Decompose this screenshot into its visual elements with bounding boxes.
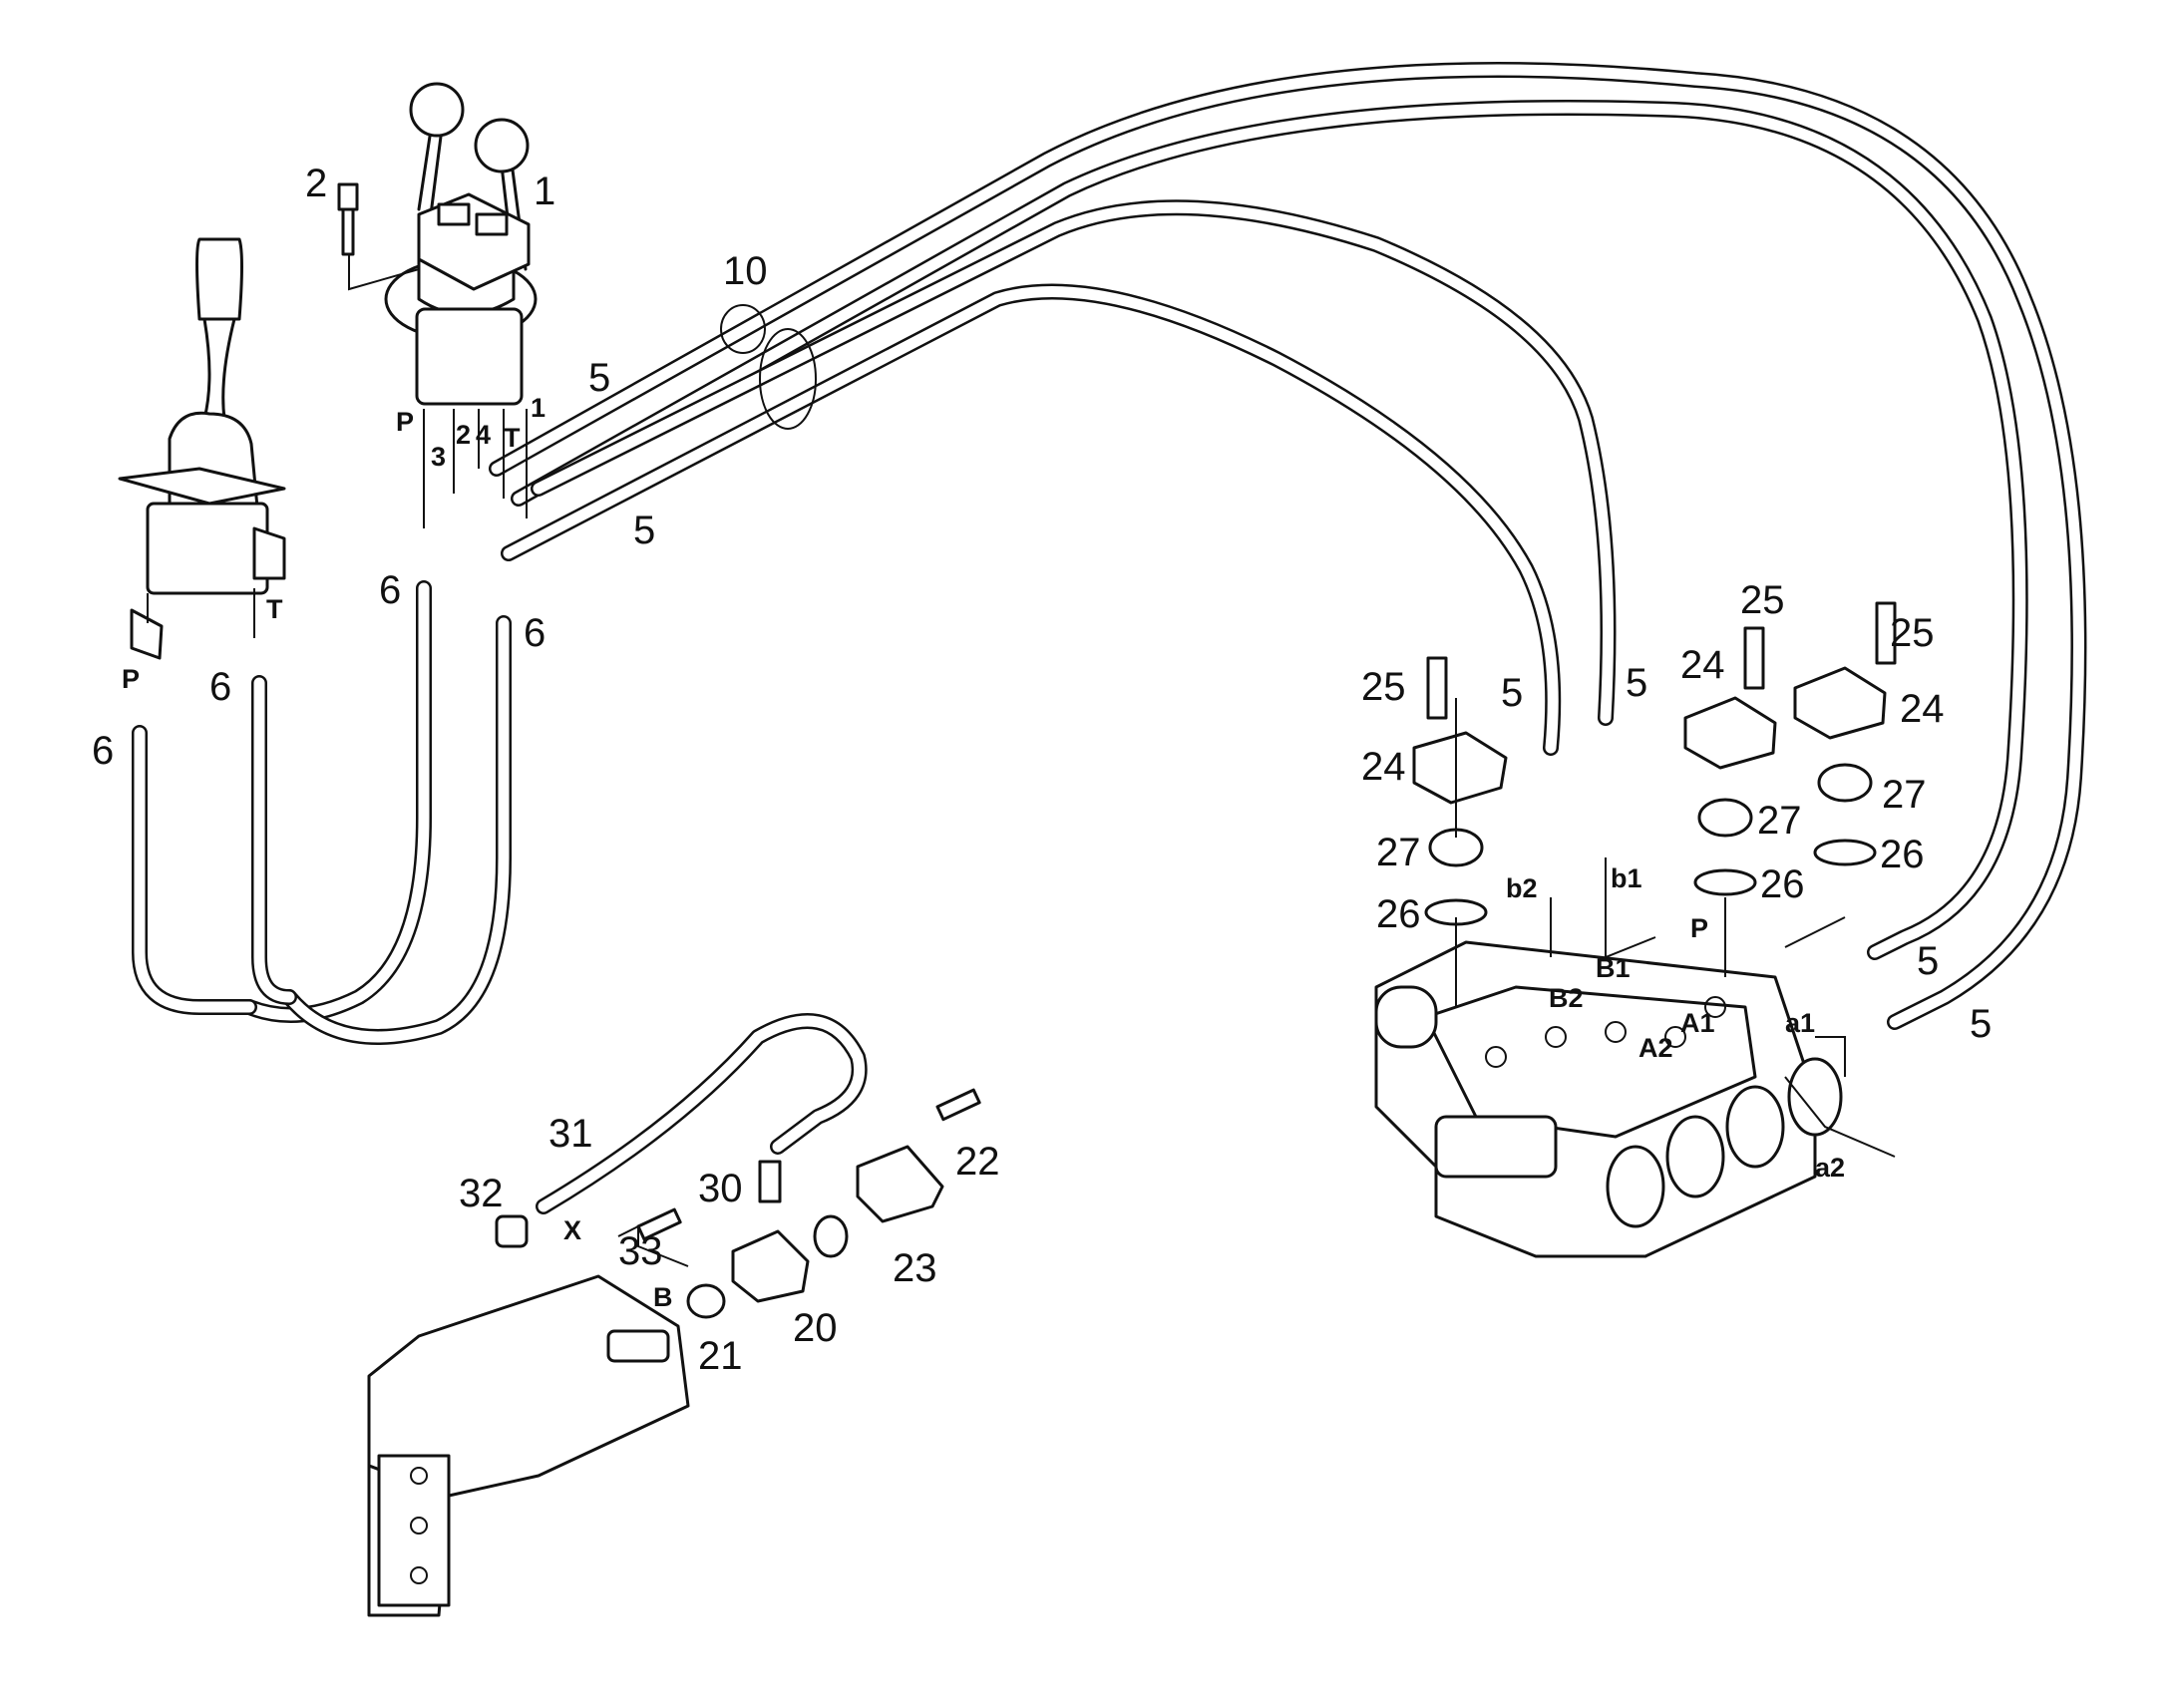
port-label-a1-upper: A1: [1680, 1008, 1715, 1038]
port-label-b2-upper: B2: [1549, 983, 1584, 1013]
flange-set-middle: [1683, 626, 1777, 896]
callout-6: 6: [379, 568, 401, 612]
hydraulic-pump: [367, 1274, 690, 1617]
callout-24: 24: [1900, 687, 1945, 731]
pump-fittings: [495, 1088, 981, 1319]
port-label-a2: a2: [1815, 1153, 1845, 1183]
port-label-a2-upper: A2: [1638, 1033, 1673, 1063]
port-label-p: P: [396, 407, 414, 437]
screw: [337, 182, 359, 256]
callout-5: 5: [1501, 671, 1523, 715]
hose-group: [132, 62, 2087, 1214]
port-label-b: B: [653, 1282, 673, 1312]
callout-27: 27: [1757, 799, 1802, 843]
port-label-b1: b1: [1611, 863, 1642, 893]
joystick-valve: [118, 237, 286, 660]
callout-26: 26: [1376, 892, 1421, 936]
callout-26: 26: [1760, 862, 1805, 906]
port-label-p: P: [1690, 913, 1708, 943]
callout-20: 20: [793, 1306, 838, 1350]
callout-33: 33: [618, 1229, 663, 1273]
callout-27: 27: [1882, 773, 1927, 817]
callout-31: 31: [548, 1112, 593, 1156]
callout-5: 5: [1917, 939, 1939, 983]
callout-6: 6: [92, 729, 114, 773]
callout-25: 25: [1361, 665, 1406, 709]
port-label-4: 4: [476, 420, 491, 450]
callout-25: 25: [1740, 578, 1785, 622]
callout-10: 10: [723, 249, 768, 293]
callout-26: 26: [1880, 833, 1925, 876]
callout-5: 5: [588, 356, 610, 400]
port-label-t: T: [266, 594, 283, 624]
port-label-b1-upper: B1: [1596, 953, 1631, 983]
callout-25: 25: [1890, 611, 1935, 655]
port-label-b2: b2: [1506, 873, 1538, 903]
callout-32: 32: [459, 1172, 504, 1215]
callout-2: 2: [305, 162, 327, 205]
port-label-p: P: [122, 664, 140, 694]
leader-lines: [147, 254, 1896, 1267]
callout-24: 24: [1361, 745, 1406, 789]
callout-1: 1: [534, 170, 555, 213]
port-label-a1: a1: [1785, 1008, 1815, 1038]
callout-23: 23: [893, 1246, 937, 1290]
flange-set-left: [1412, 656, 1508, 926]
callout-27: 27: [1376, 831, 1421, 874]
port-label-3: 3: [431, 442, 446, 472]
port-label-t: T: [504, 423, 521, 453]
flange-set-right: [1793, 601, 1897, 866]
callout-6: 6: [209, 665, 231, 709]
port-labels: P 3 2 4 T 1 T P b2 b1 B1 B2 P A1 A2 a1 a…: [122, 393, 1845, 1312]
callout-30: 30: [698, 1167, 743, 1210]
callout-5: 5: [633, 509, 655, 552]
callout-6: 6: [524, 611, 545, 655]
distributor-valve: [1374, 940, 1843, 1258]
callout-21: 21: [698, 1334, 743, 1378]
callout-labels: 1 2 10 5 5 5 5 5 5 6 6 6 6 25 25 25 24 2…: [92, 162, 1992, 1378]
callout-5: 5: [1970, 1002, 1992, 1046]
port-label-x: X: [563, 1215, 581, 1245]
callout-5: 5: [1626, 661, 1647, 705]
callout-22: 22: [955, 1140, 1000, 1184]
port-label-1: 1: [531, 393, 545, 423]
hose-clamp: [720, 304, 817, 430]
pilot-control-valve: [384, 82, 538, 406]
port-label-2: 2: [456, 420, 471, 450]
callout-24: 24: [1680, 643, 1725, 687]
